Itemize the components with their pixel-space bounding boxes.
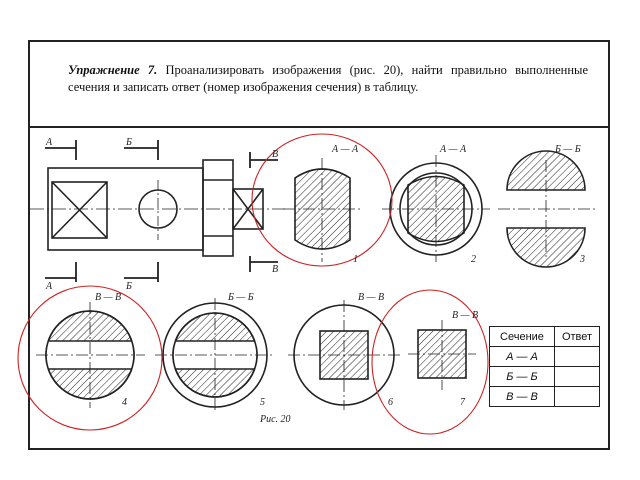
row-section: Б — Б <box>489 366 555 387</box>
section-7 <box>408 320 476 390</box>
section-number-1: 1 <box>353 254 358 265</box>
cut-label-b-bottom: Б <box>125 281 132 292</box>
figure-caption: Рис. 20 <box>259 414 291 425</box>
answer-cell[interactable] <box>554 346 600 367</box>
answer-cell[interactable] <box>554 366 600 387</box>
header-answer: Ответ <box>554 326 600 347</box>
section-title-6: В — В <box>358 292 384 303</box>
square-feature <box>51 181 108 239</box>
section-number-2: 2 <box>471 254 476 265</box>
section-title-2: А — А <box>439 144 467 155</box>
row-section: А — А <box>489 346 555 367</box>
shaft-view <box>30 159 285 257</box>
cut-label-a-bottom: А <box>45 281 53 292</box>
section-5 <box>155 298 275 412</box>
section-title-7: В — В <box>452 310 478 321</box>
answer-table: Сечение Ответ А — А Б — Б В — В <box>489 326 600 407</box>
section-title-1: А — А <box>331 144 359 155</box>
cut-label-a-top: А <box>45 137 53 148</box>
section-number-3: 3 <box>579 254 585 265</box>
section-number-4: 4 <box>122 397 127 408</box>
cut-markers <box>45 140 278 282</box>
red-annotation-circles <box>17 133 489 435</box>
task-text: Упражнение 7. Проанализировать изображен… <box>68 62 588 96</box>
row-section: В — В <box>489 386 555 407</box>
table-row: В — В <box>489 386 600 407</box>
worksheet-frame <box>28 40 610 450</box>
cut-label-v-bottom: В <box>272 264 278 275</box>
section-title-5: Б — Б <box>227 292 254 303</box>
collar <box>202 159 234 257</box>
cut-label-v-top: В <box>272 149 278 160</box>
section-number-6: 6 <box>388 397 393 408</box>
section-divider <box>28 126 610 128</box>
cut-label-b-top: Б <box>125 137 132 148</box>
section-6 <box>288 300 400 410</box>
table-row: А — А <box>489 346 600 367</box>
section-title-3: Б — Б <box>554 144 581 155</box>
header-section: Сечение <box>489 326 555 347</box>
task-body: Проанализировать изображения (рис. 20), … <box>68 63 589 94</box>
section-number-7: 7 <box>460 397 466 408</box>
section-title-4: В — В <box>95 292 121 303</box>
task-title: Упражнение 7. <box>68 63 158 77</box>
section-2 <box>382 155 490 262</box>
section-1 <box>283 158 362 262</box>
section-number-5: 5 <box>260 397 265 408</box>
table-row: Б — Б <box>489 366 600 387</box>
answer-cell[interactable] <box>554 386 600 407</box>
table-header-row: Сечение Ответ <box>489 326 600 347</box>
section-3 <box>498 150 595 268</box>
section-4 <box>36 302 145 408</box>
